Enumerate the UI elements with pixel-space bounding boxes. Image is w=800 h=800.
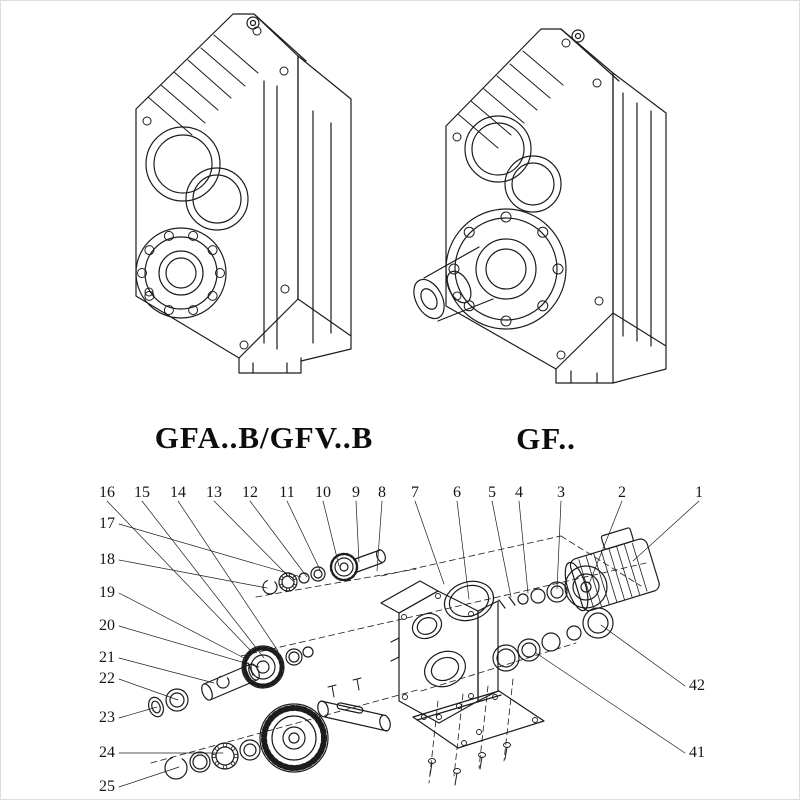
part-number-8: 8: [378, 484, 386, 501]
part-number-14: 14: [170, 484, 186, 501]
part-number-21: 21: [99, 649, 115, 666]
part-number-1: 1: [695, 484, 703, 501]
bearing-boss: [135, 227, 227, 319]
model-label-gfab: GFA..B/GFV..B: [154, 420, 374, 455]
part-number-23: 23: [99, 709, 115, 726]
part-number-15: 15: [134, 484, 150, 501]
part-number-5: 5: [488, 484, 496, 501]
output-gear-set: [164, 703, 329, 780]
part-number-42: 42: [689, 677, 705, 694]
mounting-bolts: [327, 677, 511, 786]
part-number-11: 11: [279, 484, 295, 501]
input-hardware: [498, 565, 608, 609]
part-number-16: 16: [99, 484, 115, 501]
part-number-4: 4: [515, 484, 523, 501]
output-shaft: [413, 246, 494, 322]
part-number-9: 9: [352, 484, 360, 501]
gearbox-drawing-gfab: [135, 13, 352, 374]
cooling-fins: [457, 50, 564, 149]
part-number-18: 18: [99, 551, 115, 568]
cooling-fins: [147, 34, 259, 136]
part-number-20: 20: [99, 617, 115, 634]
output-flange: [445, 208, 567, 330]
base-gasket-plate: [412, 690, 545, 749]
part-number-17: 17: [99, 515, 115, 532]
part-number-19: 19: [99, 584, 115, 601]
output-seals: [492, 607, 614, 672]
part-number-24: 24: [99, 744, 115, 761]
part-number-12: 12: [242, 484, 258, 501]
exploded-output-shaft: [317, 700, 391, 732]
exploded-view: [106, 500, 700, 788]
part-number-41: 41: [689, 744, 705, 761]
part-number-7: 7: [411, 484, 419, 501]
housing-cover-gasket: [443, 580, 495, 622]
model-label-gf: GF..: [516, 421, 576, 456]
part-number-25: 25: [99, 778, 115, 795]
leader-lines: [106, 500, 700, 788]
part-number-10: 10: [315, 484, 331, 501]
intermediate-gear-set: [147, 645, 314, 718]
part-number-3: 3: [557, 484, 565, 501]
motor: [564, 527, 660, 612]
part-number-6: 6: [453, 484, 461, 501]
part-number-22: 22: [99, 670, 115, 687]
part-number-13: 13: [206, 484, 222, 501]
part-number-2: 2: [618, 484, 626, 501]
gearbox-drawing-gf: [413, 28, 667, 384]
